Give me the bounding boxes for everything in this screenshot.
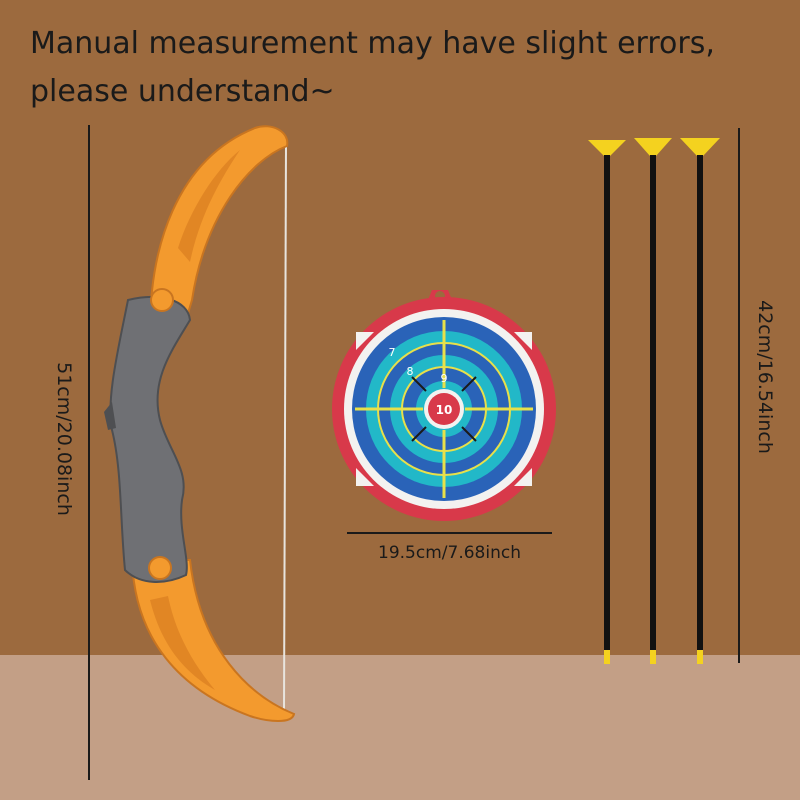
arrow-icon [588, 138, 720, 664]
notice-line-1: Manual measurement may have slight error… [30, 26, 715, 61]
target-crosshair [355, 320, 533, 498]
target-ring-label-8: 8 [407, 365, 414, 378]
bow-lower-screw-icon [148, 556, 172, 580]
target-bullseye [428, 393, 460, 425]
bow-upper-screw-icon [150, 288, 174, 312]
target-dimension-line [347, 532, 552, 534]
bow-lower-limb [130, 559, 296, 722]
bow-grip [109, 296, 192, 583]
measurement-notice: Manual measurement may have slight error… [30, 20, 790, 116]
bow-dimension-line [88, 125, 90, 780]
target-corner-triangles [356, 332, 532, 486]
arrow-3 [680, 138, 720, 664]
arrow-2 [634, 138, 672, 664]
bow-string [283, 141, 287, 713]
target-ring-label-7: 7 [389, 346, 396, 359]
target-ring-label-9: 9 [441, 372, 448, 385]
target-diagonal-marks [411, 376, 477, 442]
arrow-1 [588, 140, 626, 664]
target-icon: 10 9 8 7 [332, 290, 556, 521]
background-floor [0, 655, 800, 800]
bow-icon [104, 125, 296, 722]
target-center-score: 10 [436, 403, 453, 417]
target-dimension-label: 19.5cm/7.68inch [378, 543, 521, 563]
bow-arrow-rest [104, 402, 116, 430]
bow-upper-limb [148, 125, 289, 332]
arrow-dimension-line [738, 128, 740, 663]
notice-line-2: please understand~ [30, 74, 335, 109]
bow-lower-limb-cutout [150, 596, 215, 690]
bow-upper-limb-cutout [178, 150, 240, 262]
